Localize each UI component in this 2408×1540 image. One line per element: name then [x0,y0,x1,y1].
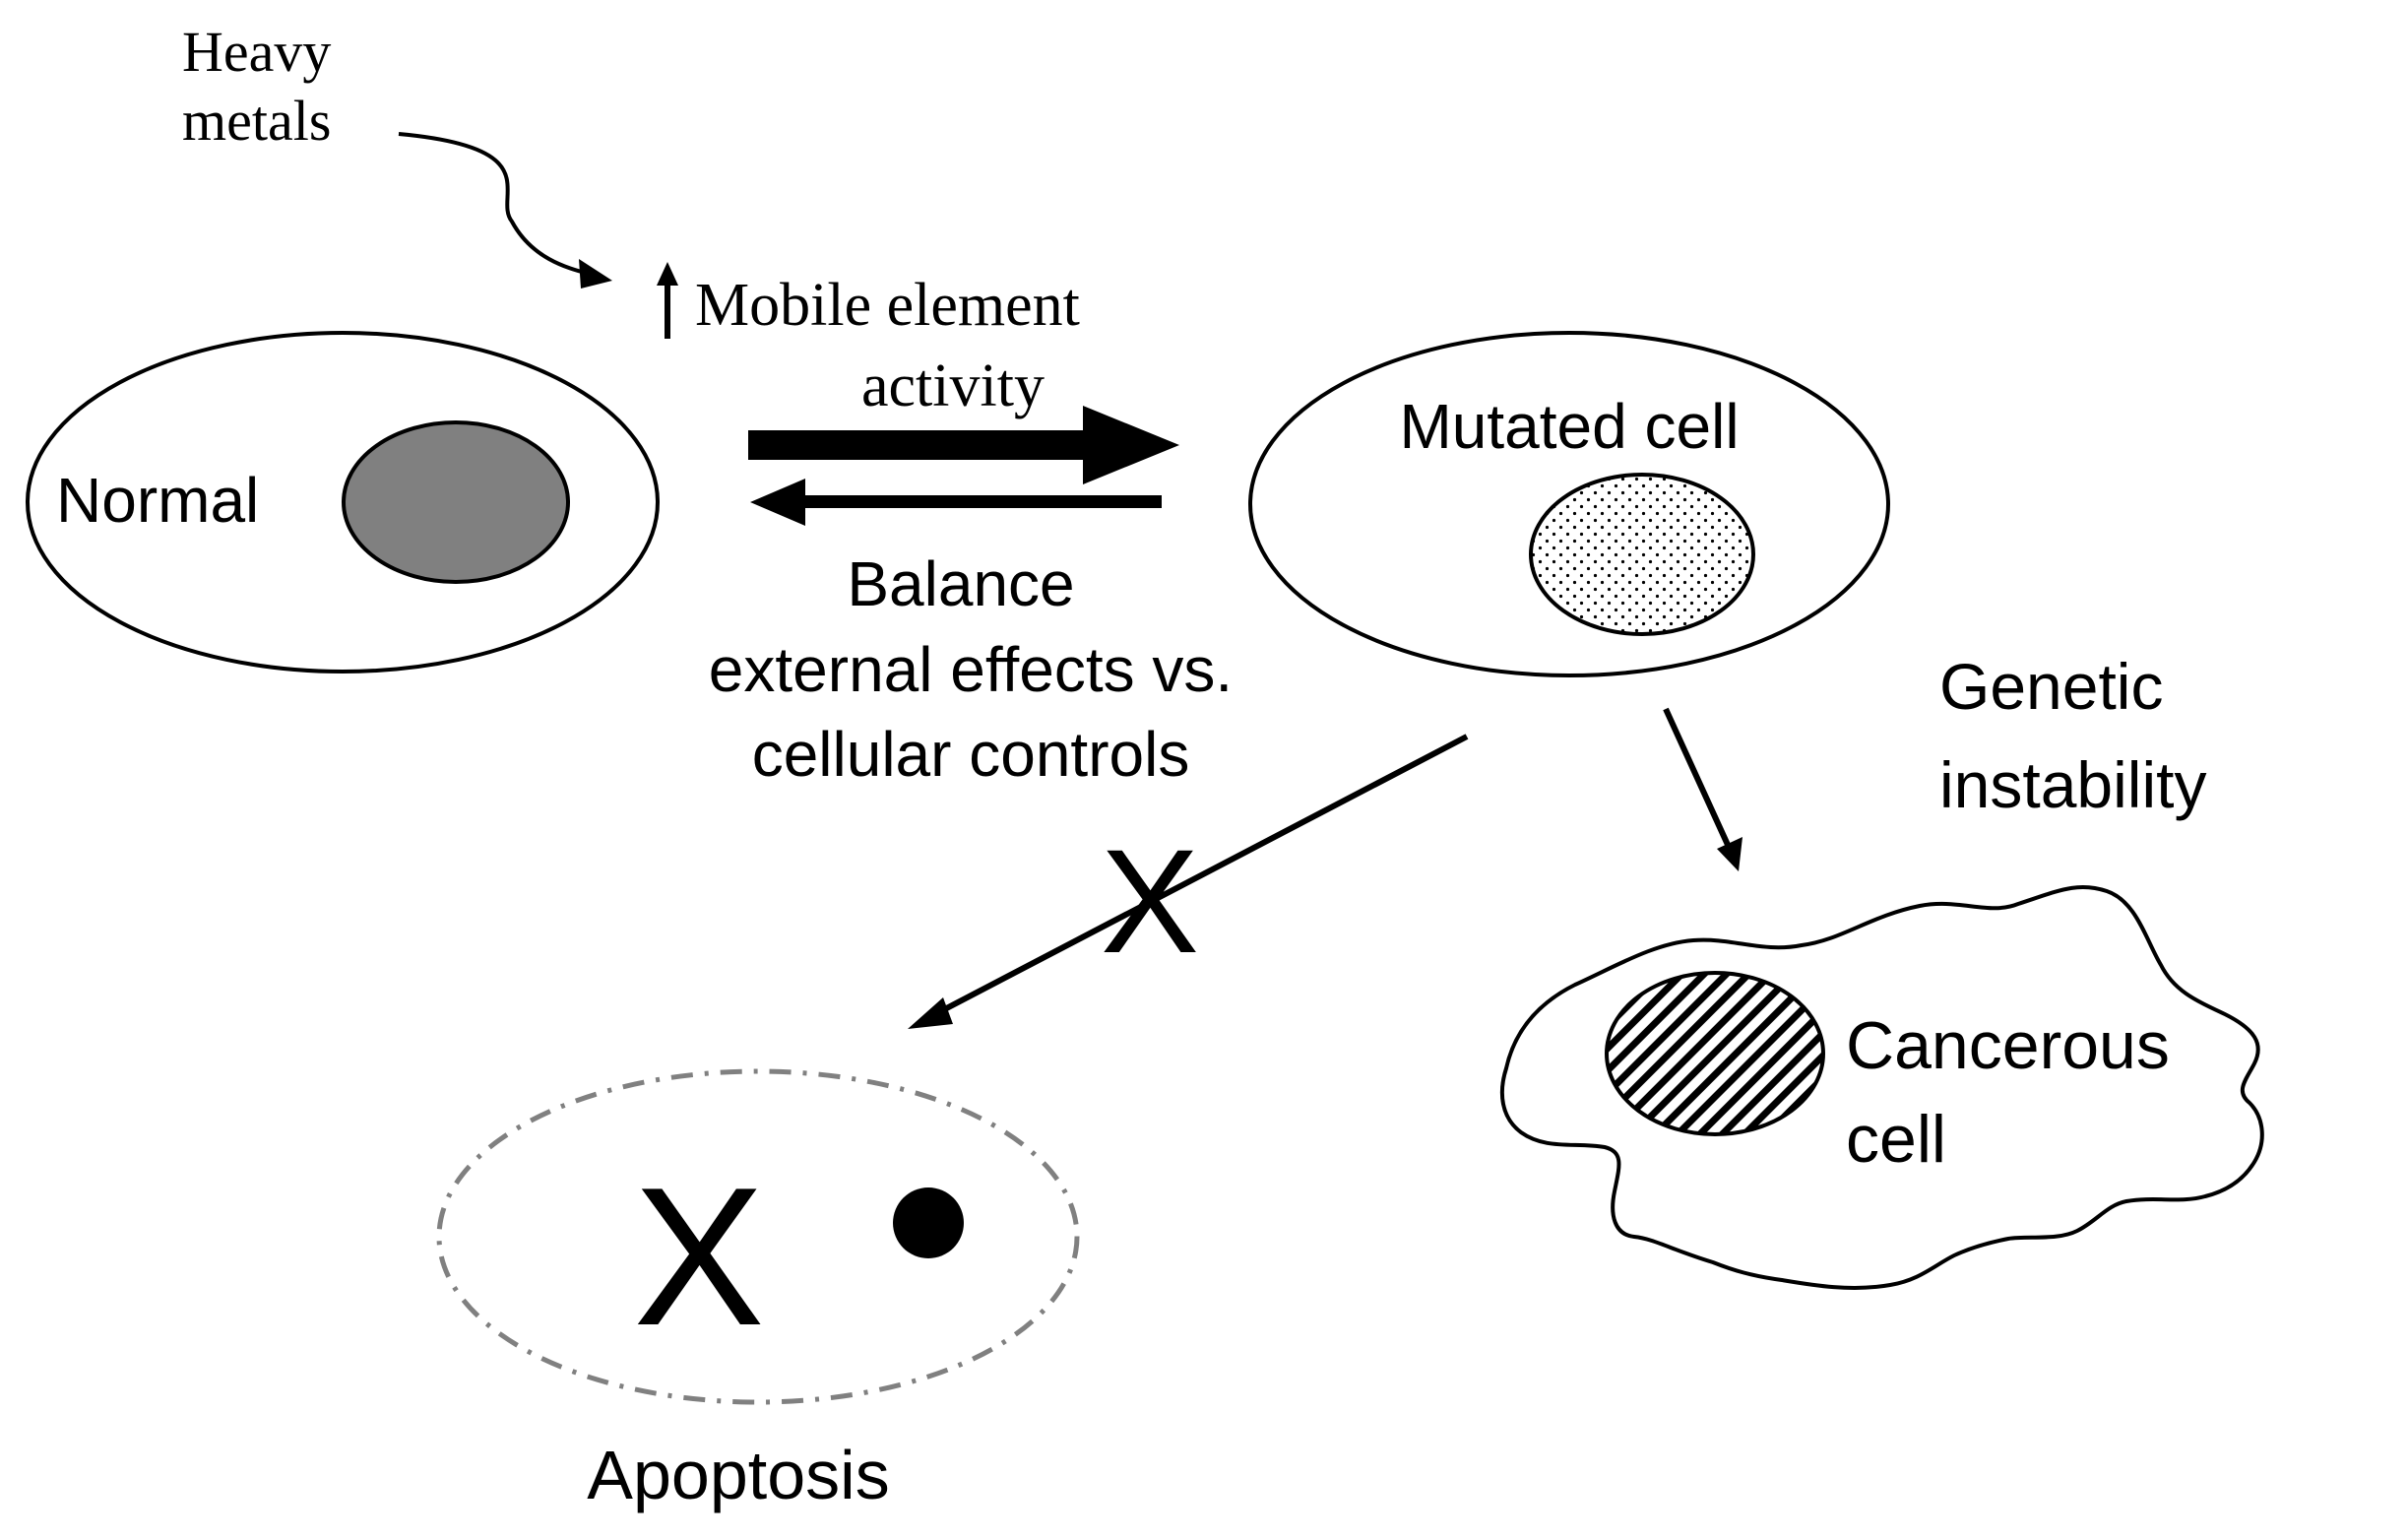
normal-label: Normal [56,465,259,536]
reverse-arrow-head [750,479,805,526]
genetic-instability-label-line1: Genetic [1939,650,2163,723]
reverse-arrow-shaft [802,495,1162,508]
cancer-arrow-head [1717,837,1743,871]
mutated-cell-label: Mutated cell [1399,391,1739,462]
mobile-element-label-line1: Mobile element [695,272,1080,339]
apoptosis-arrow-shaft [933,734,1469,1017]
balance-label-line3: cellular controls [752,719,1190,790]
apoptosis-arrow-head [908,997,953,1029]
mutated-cell-nucleus [1529,473,1755,636]
heavy-metals-label-line1: Heavy [182,20,331,84]
forward-arrow-head [1083,406,1179,484]
heavy-metals-arrowhead [579,259,612,289]
blocked-mark: X [1101,818,1199,984]
up-arrow-icon [657,262,678,286]
apoptotic-body-dot [893,1187,964,1258]
heavy-metals-label-line2: metals [182,89,331,153]
apoptosis-mark: X [633,1147,764,1367]
cancerous-cell-label-line2: cell [1846,1102,1946,1177]
forward-arrow-shaft [748,430,1093,460]
balance-label-line1: Balance [847,548,1074,619]
cancer-arrow-shaft [1663,707,1731,847]
heavy-metals-curved-arrow [398,132,590,276]
cancerous-cell-label-line1: Cancerous [1846,1008,2170,1083]
genetic-instability-label-line2: instability [1939,748,2206,821]
mutated-cell [1248,331,1890,677]
normal-cell-nucleus [342,420,570,584]
balance-label-line2: external effects vs. [709,634,1233,705]
cancerous-cell [1499,884,2264,1290]
apoptotic-cell [436,1068,1080,1405]
mobile-element-label-line2: activity [861,353,1045,419]
apoptosis-label: Apoptosis [587,1437,889,1513]
normal-cell [26,331,660,674]
cancerous-cell-nucleus [1605,971,1825,1136]
